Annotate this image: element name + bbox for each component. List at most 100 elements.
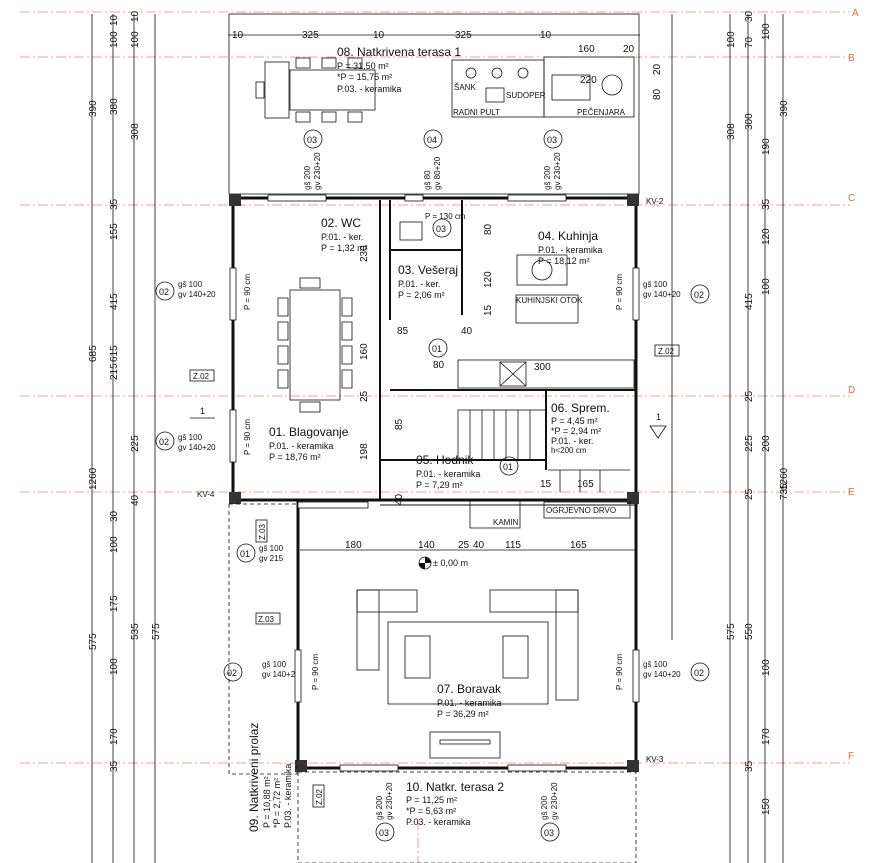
dim-l-100a: 100 [109,31,120,48]
dim-r-300: 300 [744,113,755,130]
dim-i-115: 115 [505,540,521,551]
svg-text:02: 02 [159,437,169,447]
svg-text:02: 02 [227,668,237,678]
dim-l-170: 170 [109,728,120,745]
dim-r-390: 390 [779,100,790,117]
svg-text:gš 100: gš 100 [262,660,287,669]
room-08-title: 08. Natkrivena terasa 1 [337,45,461,59]
dim-r-70: 70 [744,36,755,48]
room-06-area-star: *P = 2,94 m² [551,426,601,436]
dim-r-35: 35 [761,198,772,210]
dim-i-80b: 80 [483,223,494,235]
room-01-floor: P.01. - keramika [269,441,333,451]
dim-i-300: 300 [534,362,551,373]
svg-text:gš 100: gš 100 [643,280,668,289]
room-10-area-star: *P = 5,63 m² [406,806,456,816]
covered-passage-outline [228,503,298,775]
svg-text:04: 04 [427,135,437,145]
dim-l-10-top: 10 [130,10,141,22]
left-dimension-lines [91,14,156,863]
axis-label-e: E [848,487,855,498]
room-04-floor: P.01. - keramika [538,245,602,255]
room-07-title: 07. Boravak [437,682,502,696]
dim-r-100a: 100 [726,31,737,48]
room-08-area: P = 31,50 m² [337,61,389,71]
dining-table [289,289,341,401]
room-06-note: h<200 cm [551,446,587,455]
dim-i-15b: 15 [540,479,552,490]
dim-t-10b: 10 [373,30,385,41]
svg-text:gv 140+20: gv 140+20 [643,290,681,299]
kitchen-door-code: 01 [432,344,442,354]
dim-left-390: 390 [88,100,99,117]
dim-i-165b: 165 [577,479,594,490]
room-03-title: 03. Vešeraj [398,263,458,277]
label-kamin: KAMIN [493,518,519,527]
label-z03-b: Z.03 [258,615,275,624]
dim-l-10a: 10 [109,14,120,26]
svg-text:gv 140+20: gv 140+20 [643,670,681,679]
dim-r-120: 120 [761,228,772,245]
dim-l-225: 225 [130,435,141,452]
room-05-title: 05. Hodnik [416,453,474,467]
label-ogrjevno: OGRJEVNO DRVO [546,506,616,515]
svg-text:gv 140+20: gv 140+20 [262,670,300,679]
svg-text:gš 80: gš 80 [423,170,432,190]
dim-i-40b: 40 [461,326,473,337]
dim-t-10c: 10 [540,30,552,41]
window-height-right: P = 90 cm [615,274,624,310]
room-09-floor: P.03. - keramika [283,764,293,828]
dim-i-15: 15 [483,304,494,316]
dim-l-380: 380 [109,98,120,115]
svg-text:gš 200: gš 200 [543,165,552,190]
label-sank: ŠANK [454,83,476,92]
svg-text:gv 80+20: gv 80+20 [433,156,442,190]
dim-r-100d: 100 [761,659,772,676]
dim-r-575: 575 [726,623,737,640]
svg-text:02: 02 [159,287,169,297]
room-09-area-star: *P = 2,72 m² [272,778,282,828]
dim-r-415: 415 [744,293,755,310]
dim-r-25a: 25 [744,390,755,402]
dim-r-200: 200 [761,435,772,452]
level-label: ± 0,00 m [433,558,468,568]
section-marker-right: 1 [656,412,661,422]
label-kv2: KV-2 [646,197,664,206]
svg-text:03: 03 [547,135,557,145]
dim-l-40: 40 [130,494,141,506]
room-09-area: P = 10,88 m² [262,776,272,828]
axis-label-d: D [848,385,855,396]
dim-r-308: 308 [726,123,737,140]
wc-window-marker [432,218,452,238]
svg-text:02: 02 [694,668,704,678]
room-07-area: P = 36,29 m² [437,709,489,719]
corner-columns [229,194,639,772]
dim-l-35a: 35 [109,198,120,210]
window-height-left-2: P = 90 cm [243,419,252,455]
dim-l-100-top: 100 [130,31,141,48]
svg-text:gv 230+20: gv 230+20 [550,782,559,820]
svg-text:gš 100: gš 100 [178,433,203,442]
label-z02-left: Z.02 [193,372,210,381]
axis-label-f: F [848,751,854,762]
dim-t-160: 160 [578,44,595,55]
dim-l-615: 615 [109,345,120,362]
room-01-area: P = 18,76 m² [269,452,321,462]
axis-label-c: C [848,193,855,204]
label-z02-right: Z.02 [658,347,675,356]
dim-r-170: 170 [761,728,772,745]
dim-l-100c: 100 [109,658,120,675]
dim-t-20b: 20 [652,63,663,75]
dim-r-30: 30 [744,10,755,22]
dim-r-735: 735 [779,483,790,500]
svg-text:03: 03 [307,135,317,145]
terrace-1-table [289,69,376,111]
room-05-area: P = 7,29 m² [416,480,463,490]
dim-r-100c: 100 [761,278,772,295]
room-08-floor: P.03. - keramika [337,84,401,94]
dim-i-25a: 25 [359,390,370,402]
dim-l-155: 155 [109,223,120,240]
dim-i-85: 85 [397,326,409,337]
axis-label-b: B [848,53,855,64]
